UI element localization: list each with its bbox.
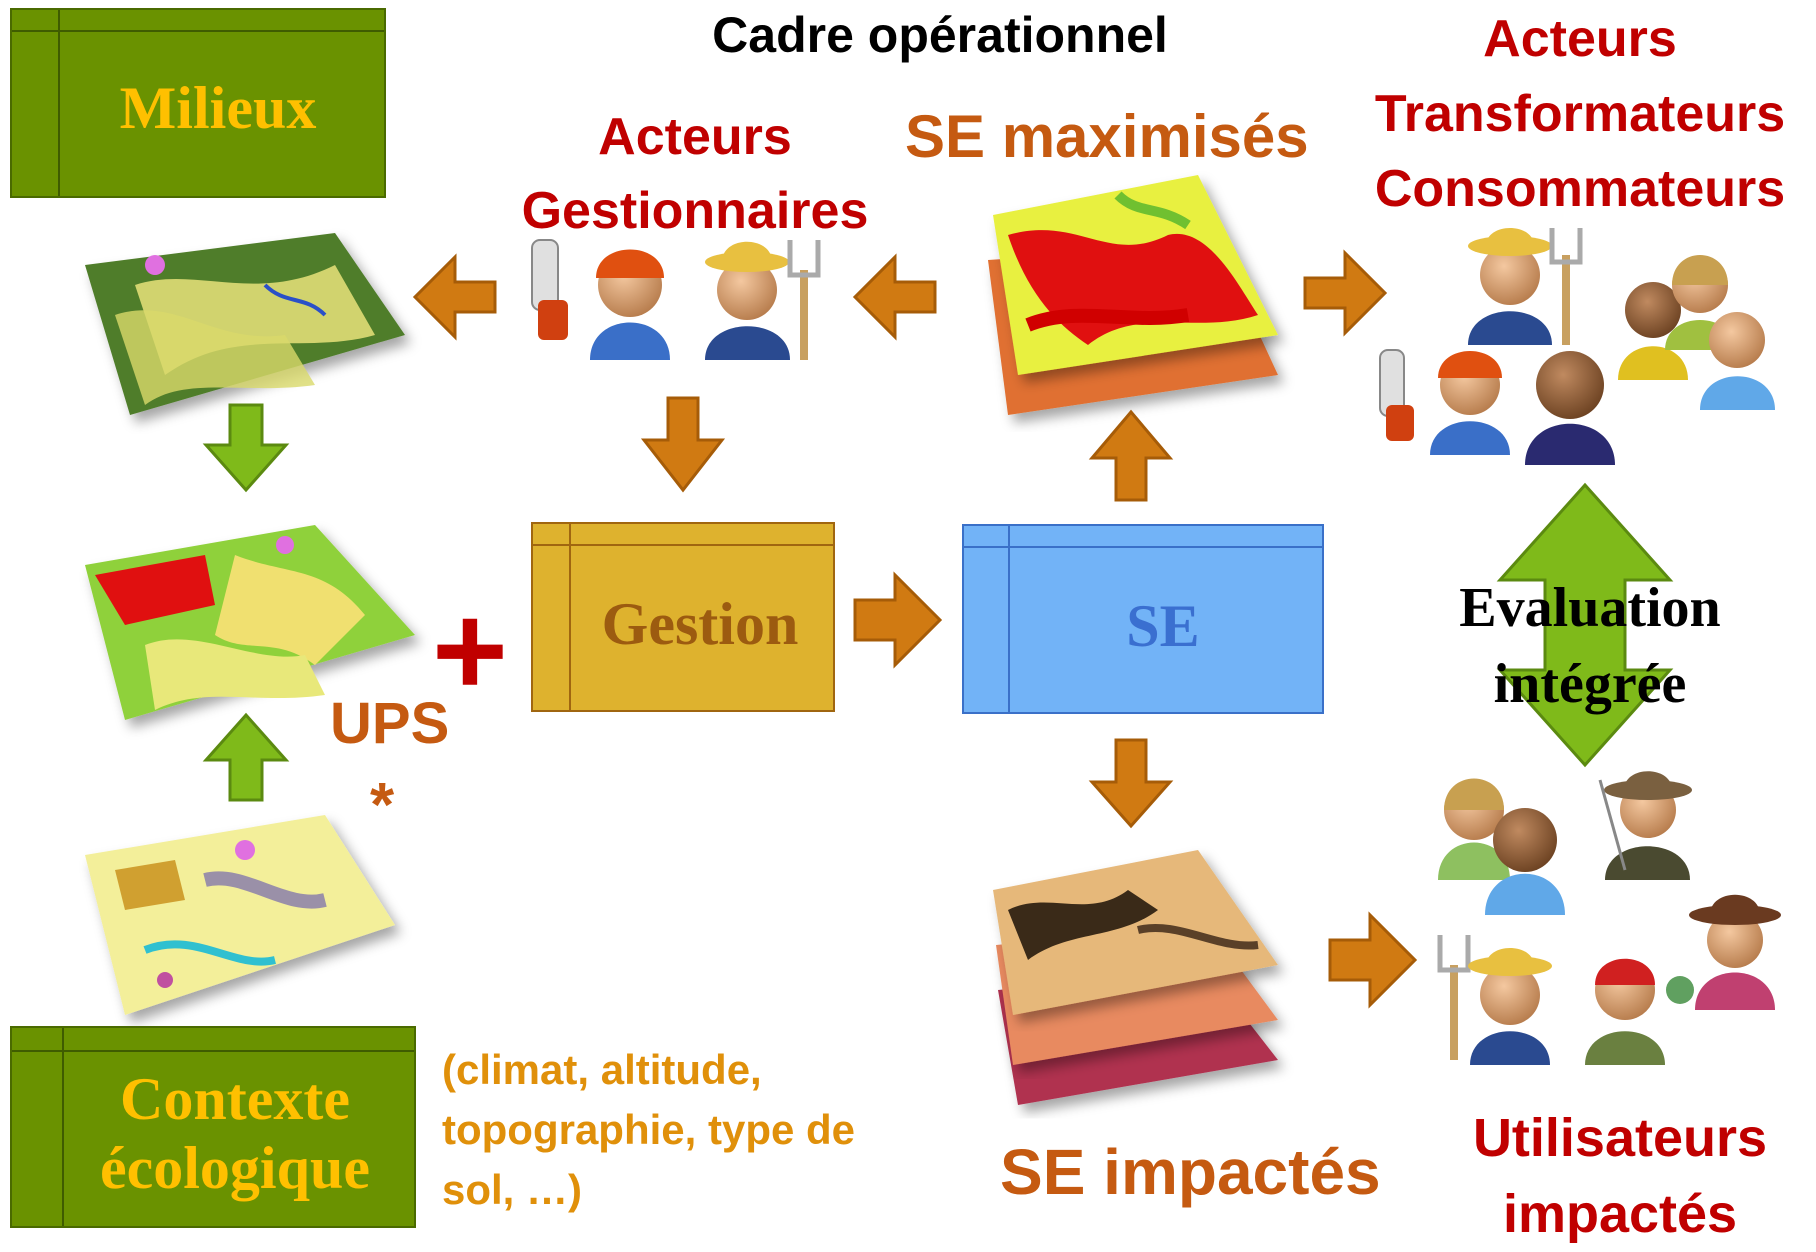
arrow-icon [1303, 249, 1388, 337]
evaluation-line2: intégrée [1493, 653, 1687, 715]
contexte-note-line2: topographie, type de [442, 1106, 856, 1153]
arrow-icon [1496, 482, 1674, 768]
se-impactes-label: SE impactés [1000, 1136, 1381, 1208]
se-label: SE [1126, 592, 1200, 659]
acteurs-gestionnaires-line1: Acteurs [598, 108, 792, 166]
arrow-icon [1328, 911, 1418, 1009]
arrow-icon [640, 396, 726, 493]
se-box: SE [962, 524, 1324, 714]
terrain-map-icon [988, 175, 1278, 415]
person-icon [1485, 808, 1565, 915]
acteurs-tr-line2: Transformateurs [1374, 85, 1786, 143]
contexte-note-line1: (climat, altitude, [442, 1046, 762, 1093]
person-icon [1689, 894, 1781, 1010]
acteurs-gestionnaires-label: Acteurs Gestionnaires [500, 100, 890, 248]
page-title: Cadre opérationnel [712, 7, 1168, 63]
contexte-ecologique-box: Contexte écologique [10, 1026, 416, 1228]
milieux-box: Milieux [10, 8, 386, 198]
fork-icon [1437, 935, 1471, 1060]
plus-sign: + [432, 577, 508, 723]
acteurs-tr-line1: Acteurs [1483, 10, 1677, 68]
contexte-note-line3: sol, …) [442, 1166, 583, 1213]
arrow-icon [202, 712, 290, 802]
person-icon [1618, 282, 1688, 380]
contexte-ecologique-label: Contexte écologique [12, 1028, 414, 1226]
chainsaw-icon [531, 239, 568, 340]
contexte-line1: Contexte [120, 1066, 350, 1132]
ups-asterisk: * [370, 771, 395, 840]
person-icon [590, 249, 670, 360]
arrow-icon [412, 253, 497, 341]
person-icon [1468, 948, 1552, 1065]
ups-label: UPS [330, 691, 450, 756]
utilisateurs-line1: Utilisateurs [1472, 1108, 1768, 1168]
terrain-map-icon [85, 815, 395, 1015]
contexte-line2: écologique [100, 1135, 370, 1201]
acteurs-transformateurs-label: Acteurs Transformateurs Consommateurs [1345, 2, 1815, 227]
arrow-icon [852, 253, 937, 341]
fork-icon [787, 240, 821, 360]
acteurs-gestionnaires-line2: Gestionnaires [521, 182, 869, 240]
acteurs-tr-line3: Consommateurs [1374, 160, 1786, 218]
terrain-map-icon [993, 850, 1278, 1105]
contexte-note: (climat, altitude, topographie, type de … [442, 1040, 855, 1220]
utilisateurs-impactes-label: Utilisateurs impactés [1430, 1100, 1810, 1252]
milieux-label: Milieux [119, 74, 317, 141]
person-icon [1468, 228, 1552, 345]
terrain-map-icon [85, 233, 405, 415]
arrow-icon [1088, 409, 1174, 502]
fork-icon [1549, 228, 1583, 345]
person-icon [1598, 771, 1692, 880]
person-icon [1665, 255, 1735, 350]
person-icon [1438, 778, 1510, 880]
arrow-icon [202, 403, 290, 493]
evaluation-line1: Evaluation [1459, 577, 1721, 639]
arrow-icon [853, 571, 943, 669]
arrow-icon [1088, 738, 1174, 829]
chainsaw-icon [1379, 349, 1414, 441]
person-icon [1700, 312, 1775, 410]
person-icon [1585, 958, 1694, 1065]
person-icon [1525, 351, 1615, 465]
gestion-label: Gestion [601, 590, 799, 657]
person-icon [705, 241, 790, 360]
terrain-map-icon [85, 525, 415, 720]
gestion-box: Gestion [531, 522, 835, 712]
evaluation-integree-label: Evaluation intégrée [1420, 570, 1760, 722]
se-maximises-label: SE maximisés [905, 103, 1309, 170]
utilisateurs-line2: impactés [1502, 1184, 1738, 1244]
person-icon [1430, 351, 1510, 455]
